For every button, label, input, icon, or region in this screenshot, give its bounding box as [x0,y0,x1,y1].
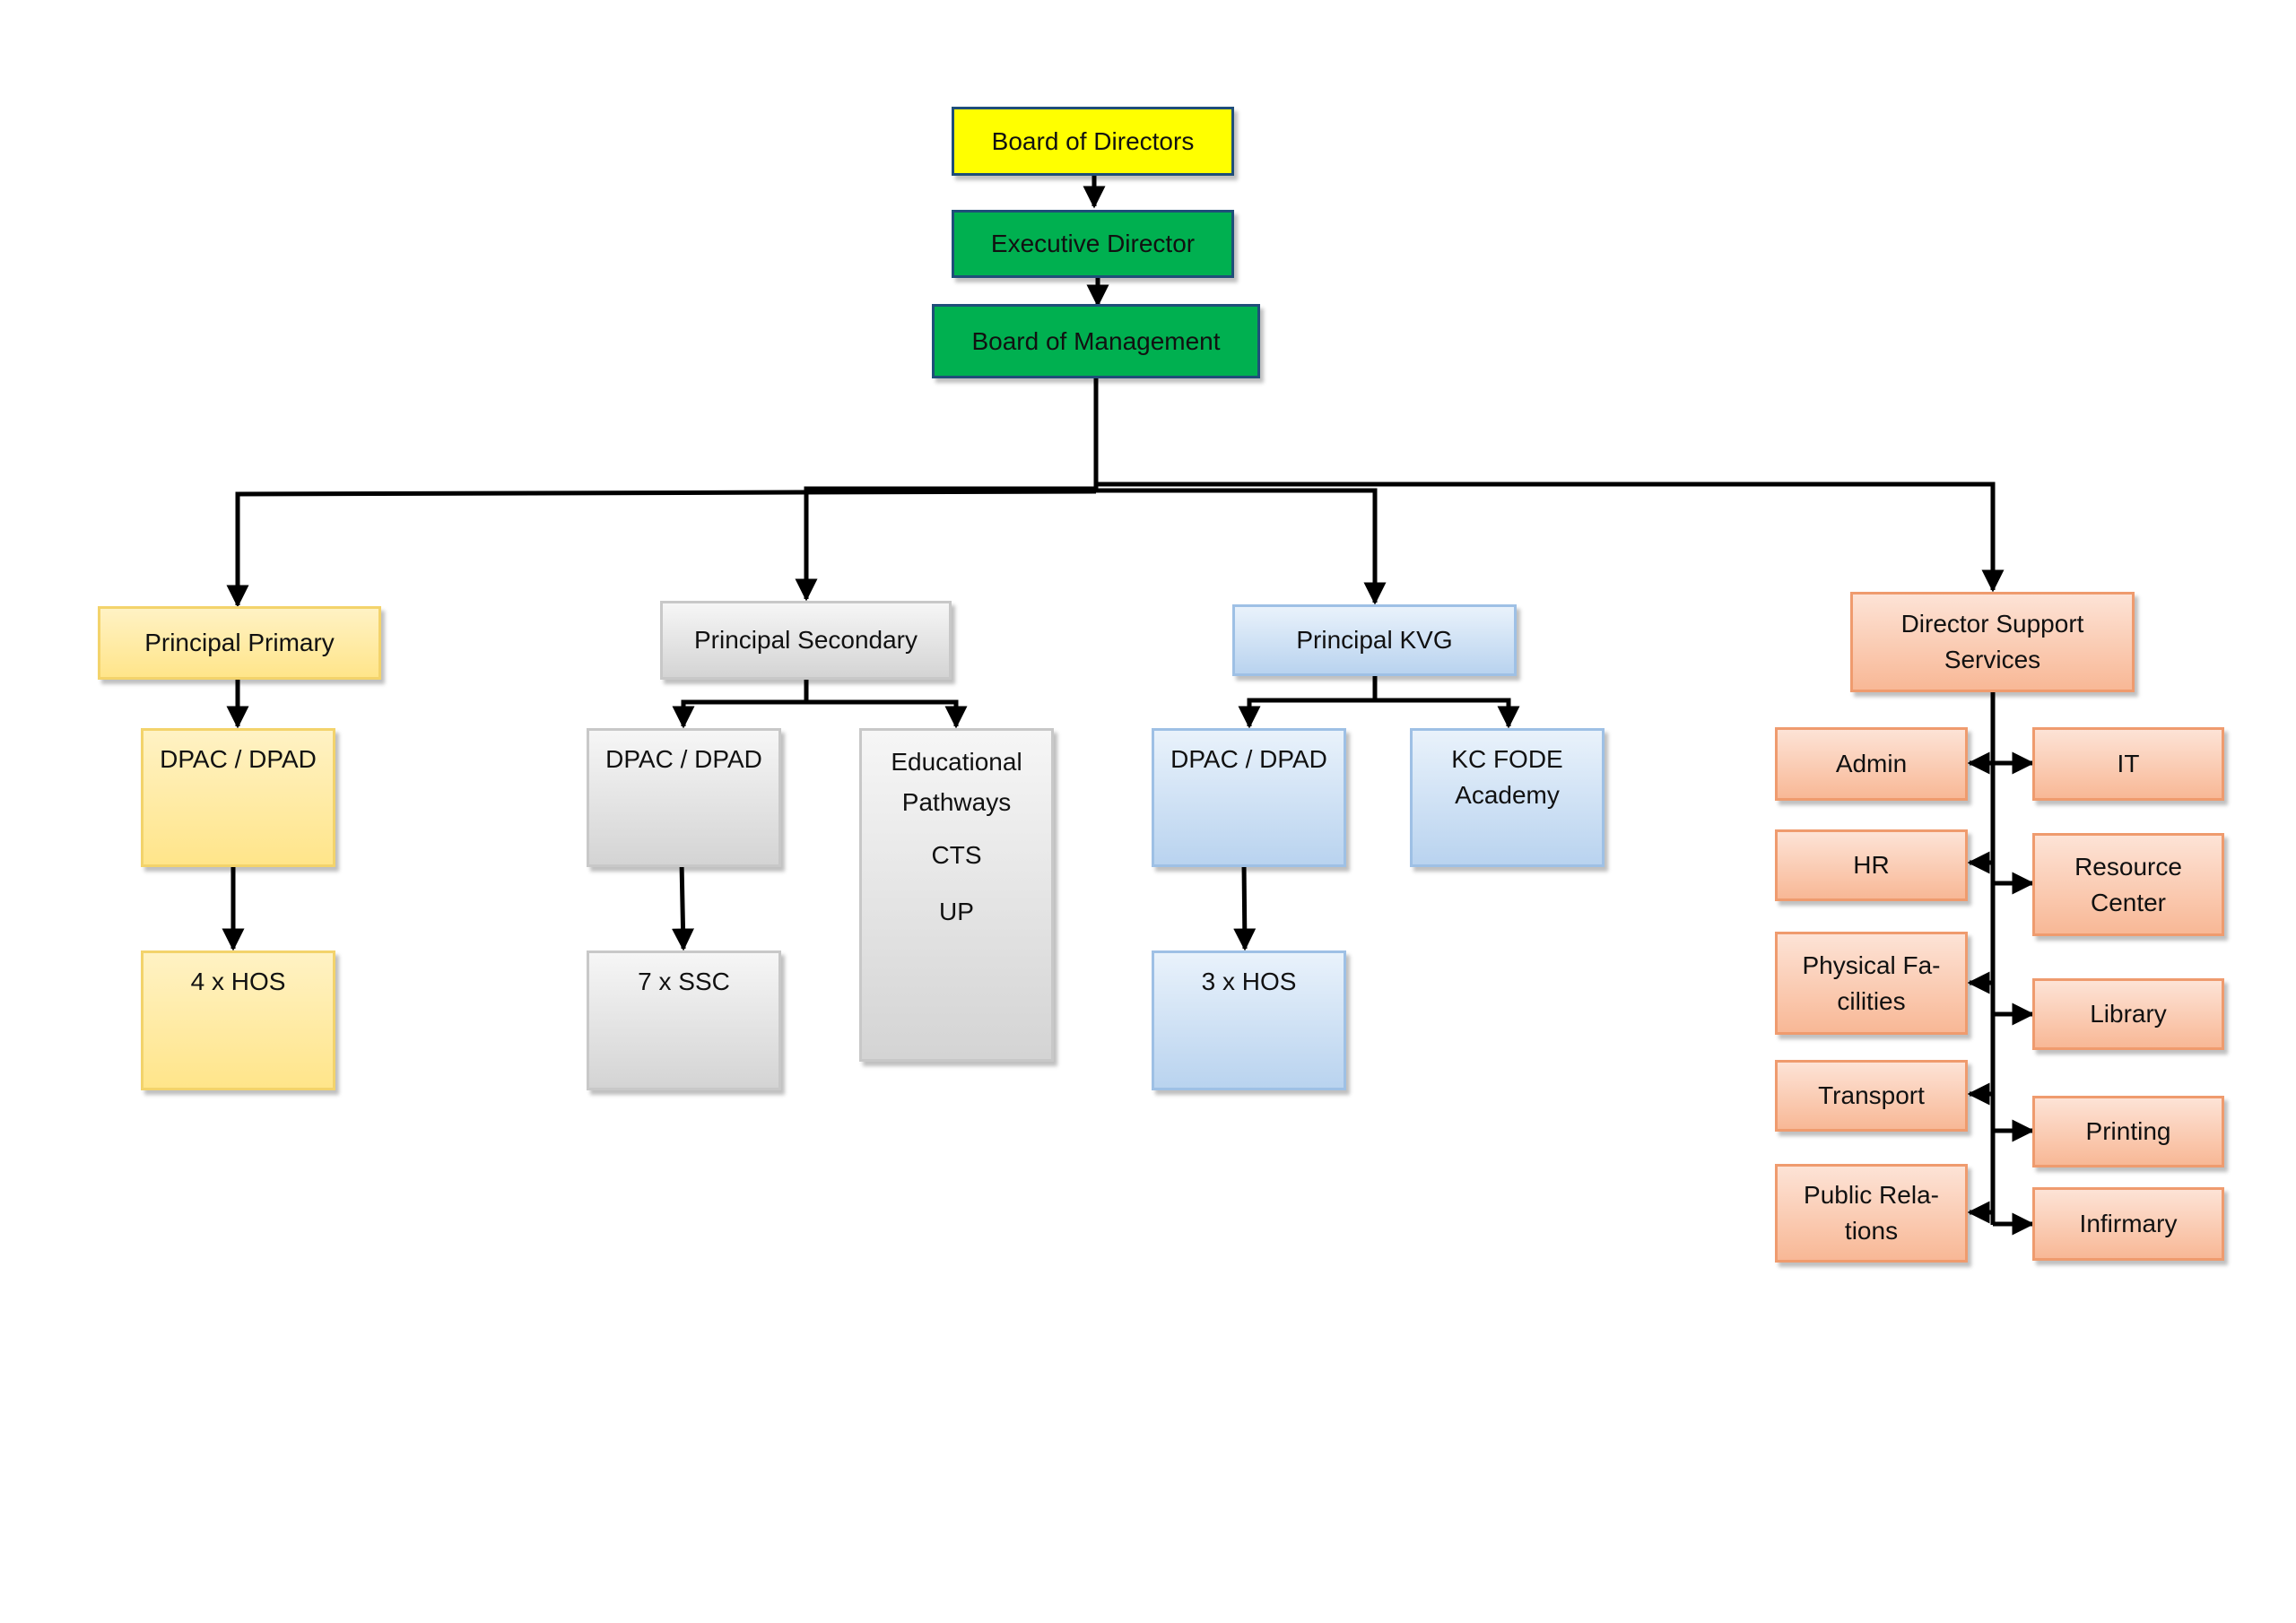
it-label: IT [2117,750,2140,777]
admin-label: Admin [1835,750,1908,777]
printing-box: Printing [2032,1096,2224,1167]
board-of-directors-box: Board of Directors [952,107,1234,176]
principal-kvg-label: Principal KVG [1296,626,1453,654]
kc-fode-academy-box: KC FODE Academy [1410,728,1605,867]
kvg-deputy-box: DPAC / DPAD [1152,728,1346,867]
physical-facilities-label-2: cilities [1837,986,1906,1015]
principal-primary-box: Principal Primary [98,606,381,680]
admin-box: Admin [1775,727,1968,801]
hr-label: HR [1853,851,1890,879]
hr-box: HR [1775,829,1968,901]
educational-pathways-label-2: Pathways [901,788,1012,816]
printing-label: Printing [2085,1117,2171,1145]
resource-center-label-2: Center [2090,888,2167,916]
executive-director-box: Executive Director [952,210,1234,278]
resource-center-label-1: Resource [2074,852,2182,881]
secondary-ssc-label: 7 x SSC [638,968,730,995]
director-support-services-label-1: Director Support [1900,610,2084,638]
resource-center-box: Resource Center [2032,833,2224,936]
connector-secondary-branch-right [806,699,968,729]
connector-kvg-deputy-to-hos [1233,862,1257,951]
educational-pathways-box: Educational Pathways CTS UP [859,728,1054,1062]
pathways-item-cts: CTS [931,841,982,869]
board-of-management-box: Board of Management [932,304,1260,378]
board-of-management-label: Board of Management [971,326,1221,355]
physical-facilities-label-1: Physical Fa- [1802,950,1941,979]
transport-label: Transport [1818,1081,1925,1109]
kc-fode-academy-label-2: Academy [1455,781,1560,809]
principal-primary-label: Principal Primary [144,629,335,656]
principal-kvg-box: Principal KVG [1232,604,1517,676]
connector-kvg-branch-right [1375,698,1520,729]
library-box: Library [2032,978,2224,1050]
kvg-hos-box: 3 x HOS [1152,950,1346,1090]
kvg-deputy-label: DPAC / DPAD [1170,745,1327,773]
pathways-item-up: UP [939,898,974,925]
public-relations-box: Public Rela- tions [1775,1164,1968,1263]
kvg-hos-label: 3 x HOS [1201,968,1297,995]
physical-facilities-box: Physical Fa- cilities [1775,932,1968,1035]
primary-deputy-label: DPAC / DPAD [160,745,317,773]
primary-hos-box: 4 x HOS [141,950,335,1090]
connector-bus-left [226,489,1097,608]
executive-director-label: Executive Director [990,230,1196,257]
principal-secondary-label: Principal Secondary [693,626,918,654]
secondary-deputy-box: DPAC / DPAD [587,728,781,867]
connector-secondary-deputy-to-ssc [672,862,695,951]
board-of-directors-label: Board of Directors [991,126,1195,155]
connector-bus-support [1096,482,2005,593]
infirmary-box: Infirmary [2032,1187,2224,1261]
secondary-deputy-label: DPAC / DPAD [605,745,762,773]
kc-fode-academy-label-1: KC FODE [1451,745,1563,773]
library-label: Library [2090,1000,2167,1028]
public-relations-label-1: Public Rela- [1804,1181,1939,1209]
connector-bus-secondary [795,486,1096,602]
primary-hos-label: 4 x HOS [190,968,286,995]
primary-deputy-box: DPAC / DPAD [141,728,335,867]
public-relations-label-2: tions [1844,1217,1899,1245]
transport-box: Transport [1775,1060,1968,1132]
connector-secondary-branch-left [672,699,806,729]
director-support-services-box: Director Support Services [1850,592,2135,692]
connector-kvg-branch-left [1238,698,1375,729]
educational-pathways-label-1: Educational [891,748,1022,776]
principal-secondary-box: Principal Secondary [660,601,952,680]
director-support-services-label-2: Services [1944,646,2041,673]
infirmary-label: Infirmary [2079,1210,2178,1237]
connector-bus-kvg [1096,488,1387,605]
it-box: IT [2032,727,2224,801]
secondary-ssc-box: 7 x SSC [587,950,781,1090]
